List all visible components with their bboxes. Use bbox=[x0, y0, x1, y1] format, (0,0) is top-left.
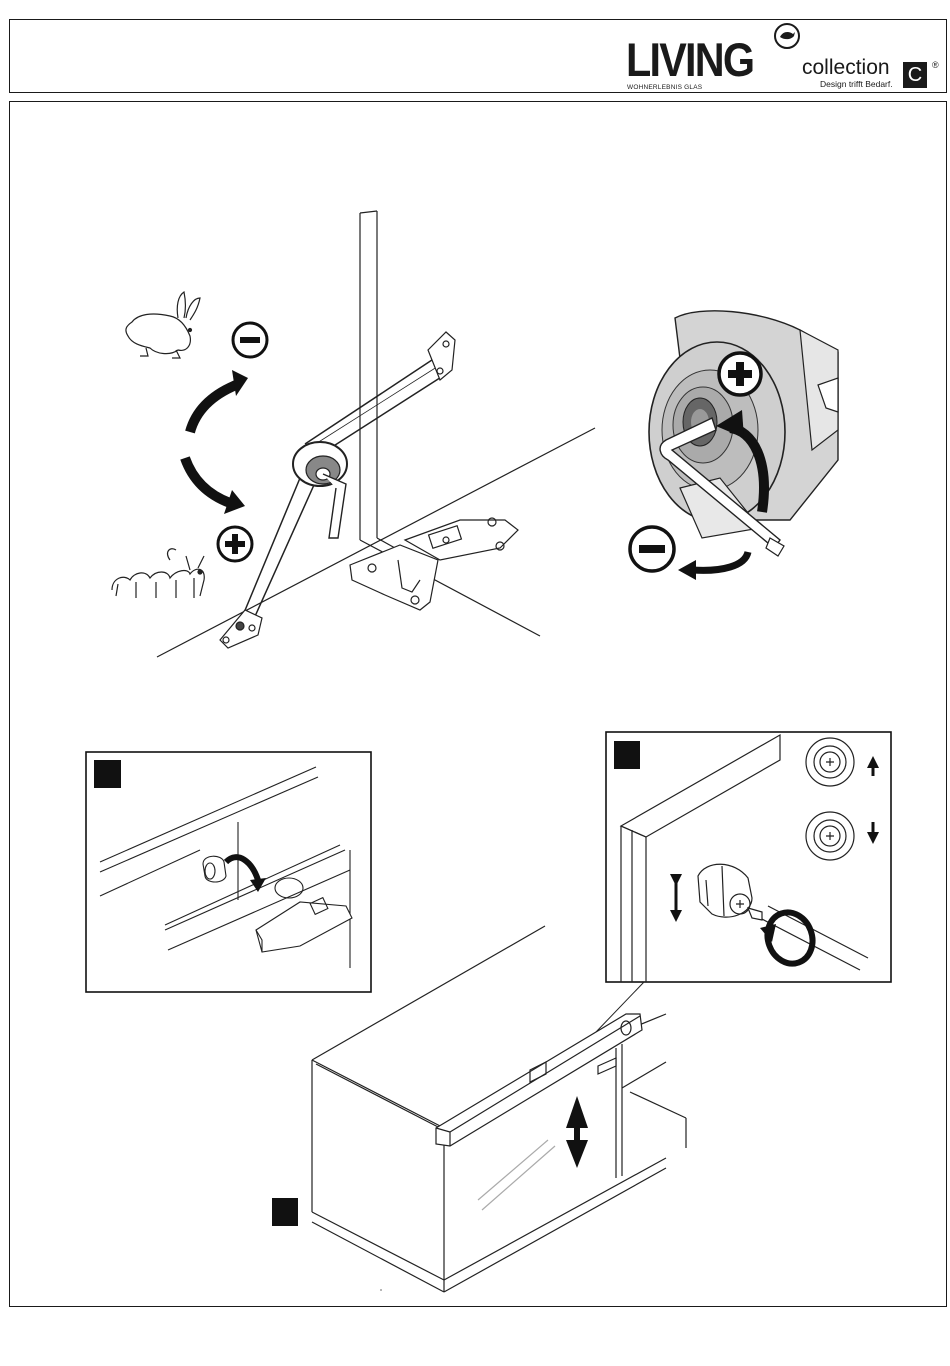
rabbit-icon bbox=[126, 292, 200, 358]
arrow-up-curved-icon bbox=[190, 385, 236, 432]
arrow-down-curved-icon bbox=[185, 458, 230, 503]
arrow-counterclockwise-icon bbox=[692, 552, 748, 570]
detail-box-left bbox=[86, 752, 371, 992]
plus-icon bbox=[218, 527, 252, 561]
step-badge bbox=[272, 1198, 298, 1226]
plus-icon bbox=[719, 353, 761, 395]
step-badge bbox=[614, 741, 640, 769]
caterpillar-icon bbox=[112, 549, 204, 598]
detail-box-right bbox=[606, 732, 891, 982]
minus-icon bbox=[630, 527, 674, 571]
lid-stay-drawing bbox=[157, 211, 595, 657]
step-badge bbox=[94, 760, 121, 788]
minus-icon bbox=[233, 323, 267, 357]
